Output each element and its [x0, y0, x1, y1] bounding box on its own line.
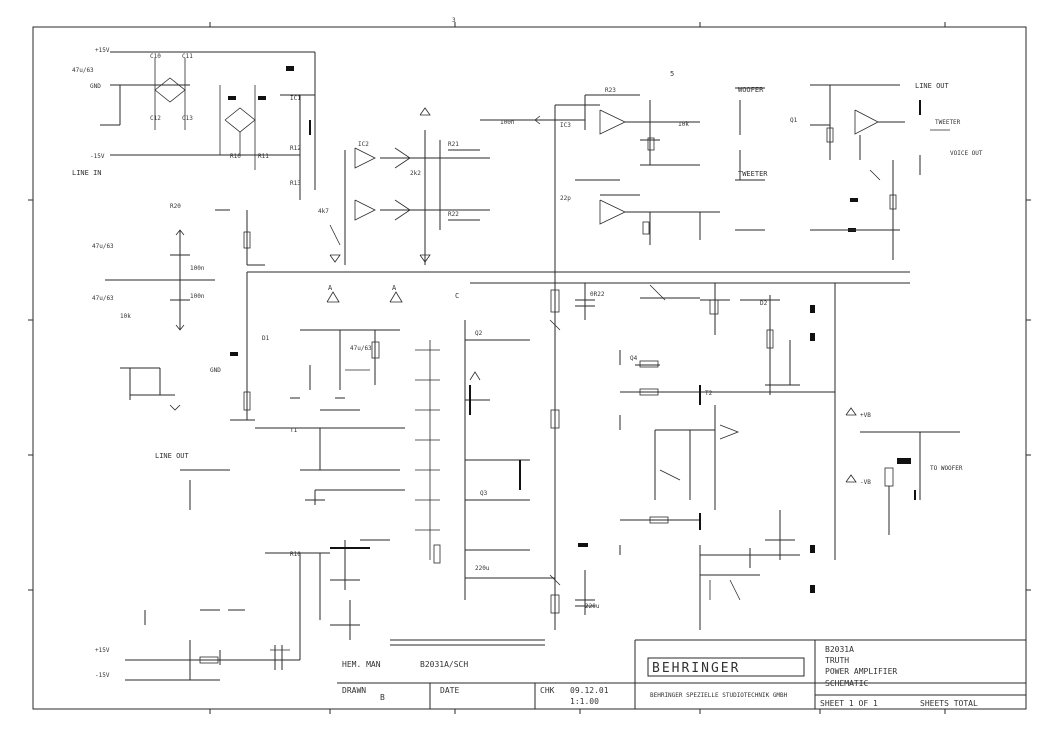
title-block: BEHRINGER BEHRINGER SPEZIELLE STUDIOTECH…	[337, 639, 1026, 709]
c11-label: C11	[182, 53, 193, 60]
v-label-4: 100n	[190, 293, 205, 300]
q4-label: Q4	[630, 355, 638, 362]
ground-label: GND	[210, 367, 221, 374]
v-label-1: 47u/63	[92, 243, 114, 250]
speaker-output: TO WOOFER +VB -VB	[845, 407, 963, 535]
value-0r22: 0R22	[590, 291, 605, 298]
vb-plus: +VB	[860, 412, 871, 419]
protection-cluster: GND	[120, 367, 230, 510]
opamp-center: R21 R22 IC2 2k2 4k7	[318, 107, 490, 265]
part-value: B2031A/SCH	[420, 660, 468, 669]
value-100n: 100n	[500, 119, 515, 126]
t1-label: T1	[290, 427, 298, 434]
rev-value: B	[380, 693, 385, 702]
sheet-text: SHEET 1 OF 1	[820, 699, 878, 708]
vb-minus: -VB	[860, 479, 871, 486]
crossover-section: 5 WOOFER TWEETER R23 IC3 22p 10k 100n	[480, 70, 768, 275]
r22-label: R22	[448, 211, 459, 218]
sheets-total-text: SHEETS TOTAL	[920, 699, 978, 708]
line-out-label: LINE OUT	[915, 82, 950, 90]
t2-label: T2	[705, 390, 713, 397]
v-label-3: 100n	[190, 265, 205, 272]
mark-5: 5	[670, 70, 674, 78]
input-stage: +15V 47u/63 GND -15V LINE IN C10 C12 C11…	[72, 47, 316, 200]
label-vplus: +15V	[95, 47, 110, 54]
value-4k7: 4k7	[318, 208, 329, 215]
power-stage-left-column: C Q2 Q3 220u	[415, 292, 555, 600]
r23-label: R23	[605, 87, 616, 94]
line-out-left-label: LINE OUT	[155, 452, 190, 460]
date-value: 09.12.01	[570, 686, 609, 695]
value-47u: 47u/63	[350, 345, 372, 352]
mark-c: C	[455, 292, 459, 300]
d2-label: D2	[760, 300, 768, 307]
line-out-section: LINE OUT TWEETER VOICE OUT Q1	[790, 82, 983, 260]
q3-label: Q3	[480, 490, 488, 497]
title-text: POWER AMPLIFIER	[825, 667, 897, 676]
border-mark-top: 3	[452, 17, 456, 24]
line-in-label: LINE IN	[72, 169, 102, 177]
date-label: DATE	[440, 686, 459, 695]
drawn-label: DRAWN	[342, 686, 366, 695]
value-220u-2: 220u	[585, 603, 600, 610]
woofer-label: WOOFER	[738, 86, 764, 94]
c12-label: C12	[150, 115, 161, 122]
to-woofer-label: TO WOOFER	[930, 465, 963, 472]
driver-stage-left: A A D1 T1 47u/63 LINE OUT	[155, 284, 405, 505]
bottom-separators	[390, 639, 545, 646]
r10-label: R10	[230, 153, 241, 160]
r11-label: R11	[258, 153, 269, 160]
value-10k: 10k	[678, 121, 689, 128]
mark-b: A	[392, 284, 397, 292]
d1-label: D1	[262, 335, 270, 342]
value-2k2: 2k2	[410, 170, 421, 177]
main-bus	[246, 271, 910, 630]
r13-label: R13	[290, 180, 301, 187]
mark-a: A	[328, 284, 333, 292]
v-label-5: 10k	[120, 313, 131, 320]
subtitle-text: SCHEMATIC	[825, 679, 869, 688]
value-22p: 22p	[560, 195, 571, 202]
supply-label-1: +15V	[95, 647, 110, 654]
label-gnd: GND	[90, 83, 101, 90]
checked-label: CHK	[540, 686, 555, 695]
label-value: 47u/63	[72, 67, 94, 74]
r20-label: R20	[170, 203, 181, 210]
q2-label: Q2	[475, 330, 483, 337]
company-line: BEHRINGER SPEZIELLE STUDIOTECHNIK GMBH	[650, 692, 788, 699]
label-vminus: -15V	[90, 153, 105, 160]
q1-label: Q1	[790, 117, 798, 124]
model-text: B2031A	[825, 645, 854, 654]
supply-label-2: -15V	[95, 672, 110, 679]
voice-out-label: VOICE OUT	[950, 150, 983, 157]
ic1-label: IC1	[290, 95, 301, 102]
c13-label: C13	[182, 115, 193, 122]
tweeter-label-right: TWEETER	[935, 119, 961, 126]
r-label-bot: R10	[290, 551, 301, 558]
r21-label: R21	[448, 141, 459, 148]
ic3-label: IC3	[560, 122, 571, 129]
drawn-value: HEM. MAN	[342, 660, 381, 669]
sheet-border: 3	[28, 17, 1031, 714]
r12-label: R12	[290, 145, 301, 152]
brand-logo: BEHRINGER	[652, 661, 740, 676]
tweeter-label-mid: TWEETER	[738, 170, 768, 178]
regulator-left: 47u/63 47u/63 100n 100n 10k R20	[92, 203, 265, 331]
v-label-2: 47u/63	[92, 295, 114, 302]
bottom-left-supply: +15V -15V R10	[95, 539, 390, 681]
line2-text: TRUTH	[825, 656, 849, 665]
value-220u: 220u	[475, 565, 490, 572]
output-transistors: Q4 T2 D2 0R22 220u	[549, 283, 835, 630]
c10-label: C10	[150, 53, 161, 60]
ic2-label: IC2	[358, 141, 369, 148]
checked-value: 1:1.00	[570, 697, 599, 706]
